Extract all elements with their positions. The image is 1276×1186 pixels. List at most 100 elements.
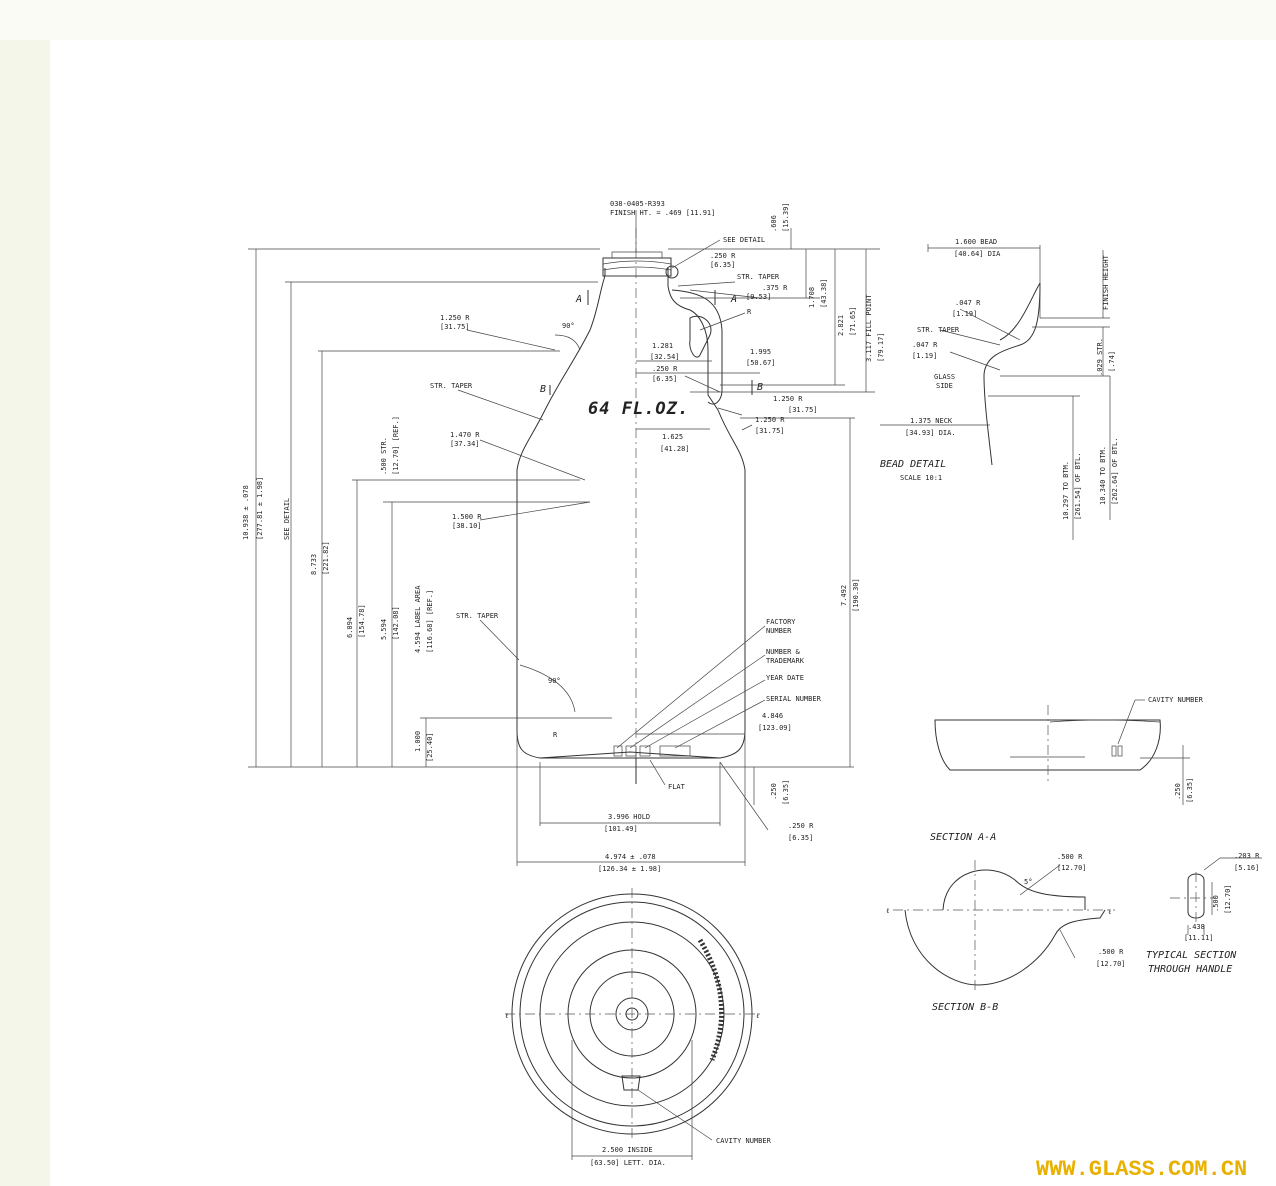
w1281: 1.281: [652, 342, 673, 350]
bottle-elevation: [516, 228, 746, 785]
see-detail: SEE DETAIL: [723, 236, 765, 244]
r-handle: R: [747, 308, 752, 316]
h8733: 8.733: [310, 554, 318, 575]
h7492: 7.492: [840, 585, 848, 606]
r250-base: .250 R: [788, 822, 814, 830]
w438: .438: [1188, 923, 1205, 931]
vertical-dimension-lines: [255, 228, 867, 805]
cavity-section: CAVITY NUMBER .250 [6.35]: [934, 696, 1204, 805]
w438-mm: [11.11]: [1184, 934, 1214, 942]
glass-side-a: GLASS: [934, 373, 955, 381]
r500-bottom: .500 R: [1098, 948, 1124, 956]
w4846: 4.846: [762, 712, 783, 720]
label-area-mm: [116.68] [REF.]: [426, 590, 434, 653]
section-markers: [549, 290, 753, 395]
handle-section: .203 R [5.16] .500 [12.70] .438 [11.11] …: [1146, 852, 1262, 975]
r500-top: .500 R: [1057, 853, 1083, 861]
r250-finish-mm: [6.35]: [710, 261, 735, 269]
bottom-cavity-number: CAVITY NUMBER: [716, 1137, 772, 1145]
h1000: 1.000: [414, 731, 422, 752]
r203: .203 R: [1234, 852, 1260, 860]
bead-detail-title: BEAD DETAIL: [880, 459, 946, 470]
r250-handle-mm: [6.35]: [652, 375, 677, 383]
number-trademark-b: TRADEMARK: [766, 657, 805, 665]
r1250-right-mm: [31.75]: [755, 427, 785, 435]
h8733-mm: [221.82]: [322, 541, 330, 575]
str-taper-left: STR. TAPER: [430, 382, 473, 390]
overall-height: 10.938 ± .078: [242, 485, 250, 540]
year-date: YEAR DATE: [766, 674, 804, 682]
inside-dim-mm: [63.50] LETT. DIA.: [590, 1159, 666, 1167]
str-taper-lower: STR. TAPER: [456, 612, 499, 620]
r375-mm: [9.53]: [746, 293, 771, 301]
r1250-shoulder: 1.250 R: [773, 395, 803, 403]
h7492-mm: [190.30]: [852, 578, 860, 612]
section-cavity-number: CAVITY NUMBER: [1148, 696, 1204, 704]
section-b-right: B: [757, 382, 763, 393]
h2821: 2.821: [837, 315, 845, 336]
r500-bottom-mm: [12.70]: [1096, 960, 1126, 968]
leader-lines: [457, 210, 769, 831]
deg5: 5°: [1024, 878, 1032, 886]
section-h250: .250: [1174, 783, 1182, 800]
section-a-right: A: [730, 294, 737, 305]
to-btm-1: 10.297 TO BTM.: [1062, 461, 1070, 520]
w4846-mm: [123.09]: [758, 724, 792, 732]
section-b-left: B: [540, 384, 546, 395]
bead-detail-scale: SCALE 10:1: [900, 474, 942, 482]
number-trademark-a: NUMBER &: [766, 648, 801, 656]
horizontal-dimension-lines: [516, 360, 760, 866]
to-btm-2-mm: [262.64] OF BTL.: [1111, 438, 1119, 505]
section-views: SECTION A-A .500 R [12.70] 5° .500 R [12…: [886, 832, 1126, 1013]
section-aa-title: SECTION A-A: [930, 832, 996, 843]
neck-dia: 1.375 NECK: [910, 417, 953, 425]
inside-dim: 2.500 INSIDE: [602, 1146, 653, 1154]
section-bb-title: SECTION B-B: [932, 1002, 998, 1013]
r1250-shoulder-mm: [31.75]: [788, 406, 818, 414]
h1708-mm: [43.38]: [820, 278, 828, 308]
r1250-right: 1.250 R: [755, 416, 785, 424]
cl-aa-left: ℓ: [886, 907, 889, 915]
h6094: 6.094: [346, 617, 354, 638]
bead-dia-mm: [40.64] DIA: [954, 250, 1001, 258]
typical-section-1: TYPICAL SECTION: [1146, 950, 1237, 961]
r375: .375 R: [762, 284, 788, 292]
r500-top-mm: [12.70]: [1057, 864, 1087, 872]
section-a-left: A: [575, 294, 582, 305]
flat-label: FLAT: [668, 783, 686, 791]
scan-margin: [0, 0, 50, 1186]
w1625-mm: [41.28]: [660, 445, 690, 453]
w1625: 1.625: [662, 433, 683, 441]
bottom-view: ℓ ℓ CAVITY NUMBER 2.500 INSIDE [63.50] L…: [505, 888, 772, 1167]
width-dim: 4.974 ± .078: [605, 853, 656, 861]
extension-lines: [248, 248, 880, 768]
typical-section-2: THROUGH HANDLE: [1148, 964, 1232, 975]
section-h250-mm: [6.35]: [1186, 778, 1194, 803]
see-detail-vertical: SEE DETAIL: [283, 498, 291, 540]
to-btm-1-mm: [261.54] OF BTL.: [1074, 453, 1082, 520]
r047-top-mm: [1.19]: [952, 310, 977, 318]
h2821-mm: [71.65]: [849, 306, 857, 336]
str029-mm: [.74]: [1108, 351, 1116, 372]
r1250-left: 1.250 R: [440, 314, 470, 322]
r1470: 1.470 R: [450, 431, 480, 439]
r1500: 1.500 R: [452, 513, 482, 521]
hold-dim: 3.996 HOLD: [608, 813, 650, 821]
r-base: R: [553, 731, 558, 739]
glass-side-b: SIDE: [936, 382, 953, 390]
str500-mm: [12.70] [REF.]: [392, 416, 400, 475]
w1995-mm: [50.67]: [746, 359, 776, 367]
str-taper-finish: STR. TAPER: [737, 273, 780, 281]
h5594-mm: [142.08]: [392, 606, 400, 640]
r203-mm: [5.16]: [1234, 864, 1259, 872]
h606: .606: [770, 215, 778, 232]
factory-number-a: FACTORY: [766, 618, 796, 626]
bead-detail: 1.600 BEAD [40.64] DIA FINISH HEIGHT .04…: [880, 238, 1119, 540]
capacity-label: 64 FL.OZ.: [588, 399, 689, 419]
scan-top-margin: [0, 0, 1276, 40]
r1470-mm: [37.34]: [450, 440, 480, 448]
cl-left: ℓ: [505, 1012, 508, 1020]
r1250-left-mm: [31.75]: [440, 323, 470, 331]
str029: .029 STR.: [1096, 338, 1104, 376]
cl-right: ℓ: [756, 1012, 759, 1020]
